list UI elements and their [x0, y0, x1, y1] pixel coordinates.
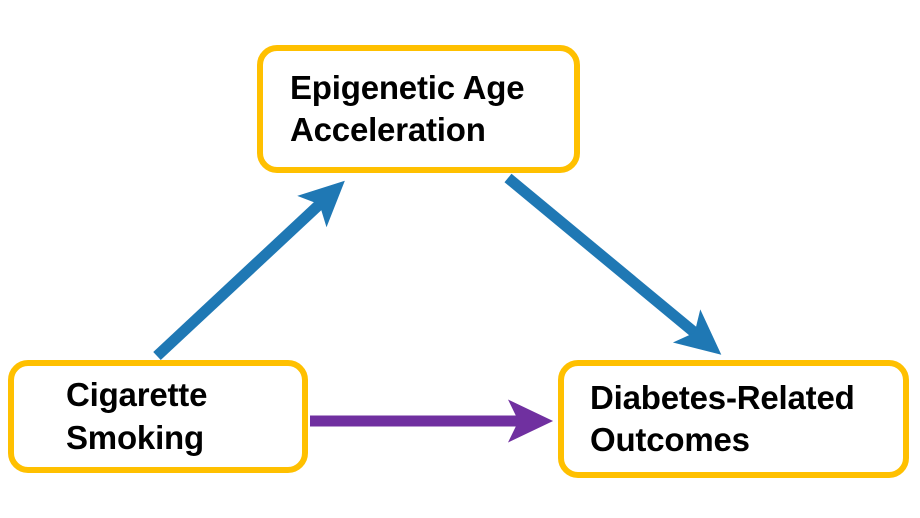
node-label-line2: Acceleration [290, 111, 486, 148]
node-epigenetic-age-acceleration: Epigenetic Age Acceleration [257, 45, 580, 173]
node-label-line2: Smoking [66, 418, 204, 456]
node-cigarette-smoking: Cigarette Smoking [8, 360, 308, 473]
arrow-epigenetic-to-diabetes [504, 173, 722, 355]
node-label-line1: Cigarette [66, 376, 208, 414]
node-diabetes-related-outcomes: Diabetes-Related Outcomes [558, 360, 909, 478]
node-label-line2: Outcomes [590, 421, 750, 458]
node-label-line1: Diabetes-Related [590, 378, 855, 416]
arrow-smoking-to-epigenetic [153, 180, 345, 361]
node-label-line1: Epigenetic Age [290, 68, 525, 106]
